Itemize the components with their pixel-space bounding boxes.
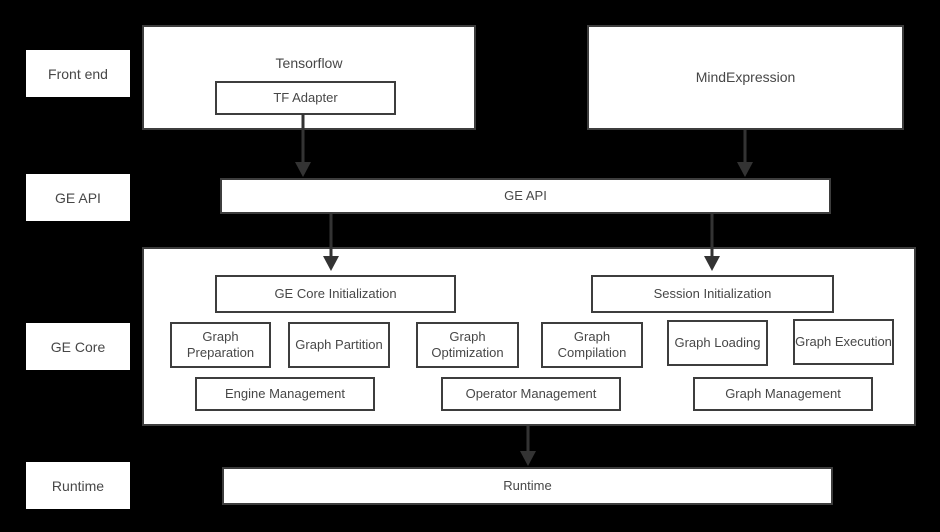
graph-partition-box: Graph Partition [288, 322, 390, 368]
graph-loading-label: Graph Loading [674, 335, 761, 351]
side-label-front-end-text: Front end [48, 65, 108, 82]
side-label-runtime-text: Runtime [51, 477, 105, 494]
ge-core-initialization-label: GE Core Initialization [274, 286, 397, 302]
graph-preparation-label: Graph Preparation [186, 329, 255, 360]
engine-management-box: Engine Management [195, 377, 375, 411]
graph-optimization-box: Graph Optimization [416, 322, 519, 368]
tensorflow-label: Tensorflow [275, 55, 343, 71]
ge-api-bar: GE API [220, 178, 831, 214]
graph-loading-box: Graph Loading [667, 320, 768, 366]
operator-management-label: Operator Management [465, 386, 597, 402]
side-label-runtime: Runtime [26, 462, 130, 509]
side-label-ge-core-text: GE Core [50, 338, 106, 355]
operator-management-box: Operator Management [441, 377, 621, 411]
ge-api-bar-label: GE API [504, 188, 547, 204]
side-label-front-end: Front end [26, 50, 130, 97]
tf-adapter-box: TF Adapter [215, 81, 396, 115]
mindexpression-box: MindExpression [587, 25, 904, 130]
graph-compilation-label: Graph Compilation [557, 329, 627, 360]
graph-partition-label: Graph Partition [295, 337, 383, 353]
session-initialization-label: Session Initialization [653, 286, 772, 302]
graph-execution-box: Graph Execution [793, 319, 894, 365]
ge-core-initialization-box: GE Core Initialization [215, 275, 456, 313]
graph-compilation-box: Graph Compilation [541, 322, 643, 368]
tf-adapter-label: TF Adapter [273, 90, 338, 106]
mindexpression-label: MindExpression [695, 69, 796, 86]
graph-execution-label: Graph Execution [795, 334, 892, 350]
session-initialization-box: Session Initialization [591, 275, 834, 313]
engine-management-label: Engine Management [225, 386, 345, 402]
tensorflow-box: Tensorflow TF Adapter [142, 25, 476, 130]
runtime-bar-label: Runtime [503, 478, 552, 494]
side-label-ge-api-text: GE API [55, 189, 101, 206]
runtime-bar: Runtime [222, 467, 833, 505]
graph-optimization-label: Graph Optimization [431, 329, 504, 360]
side-label-ge-core: GE Core [26, 323, 130, 370]
side-label-ge-api: GE API [26, 174, 130, 221]
arrow-gecore-to-runtime [520, 426, 536, 466]
arrow-mindexpression-to-geapi [737, 130, 753, 177]
graph-management-label: Graph Management [725, 386, 841, 402]
graph-preparation-box: Graph Preparation [170, 322, 271, 368]
graph-management-box: Graph Management [693, 377, 873, 411]
ge-core-box: GE Core Initialization Session Initializ… [142, 247, 916, 426]
